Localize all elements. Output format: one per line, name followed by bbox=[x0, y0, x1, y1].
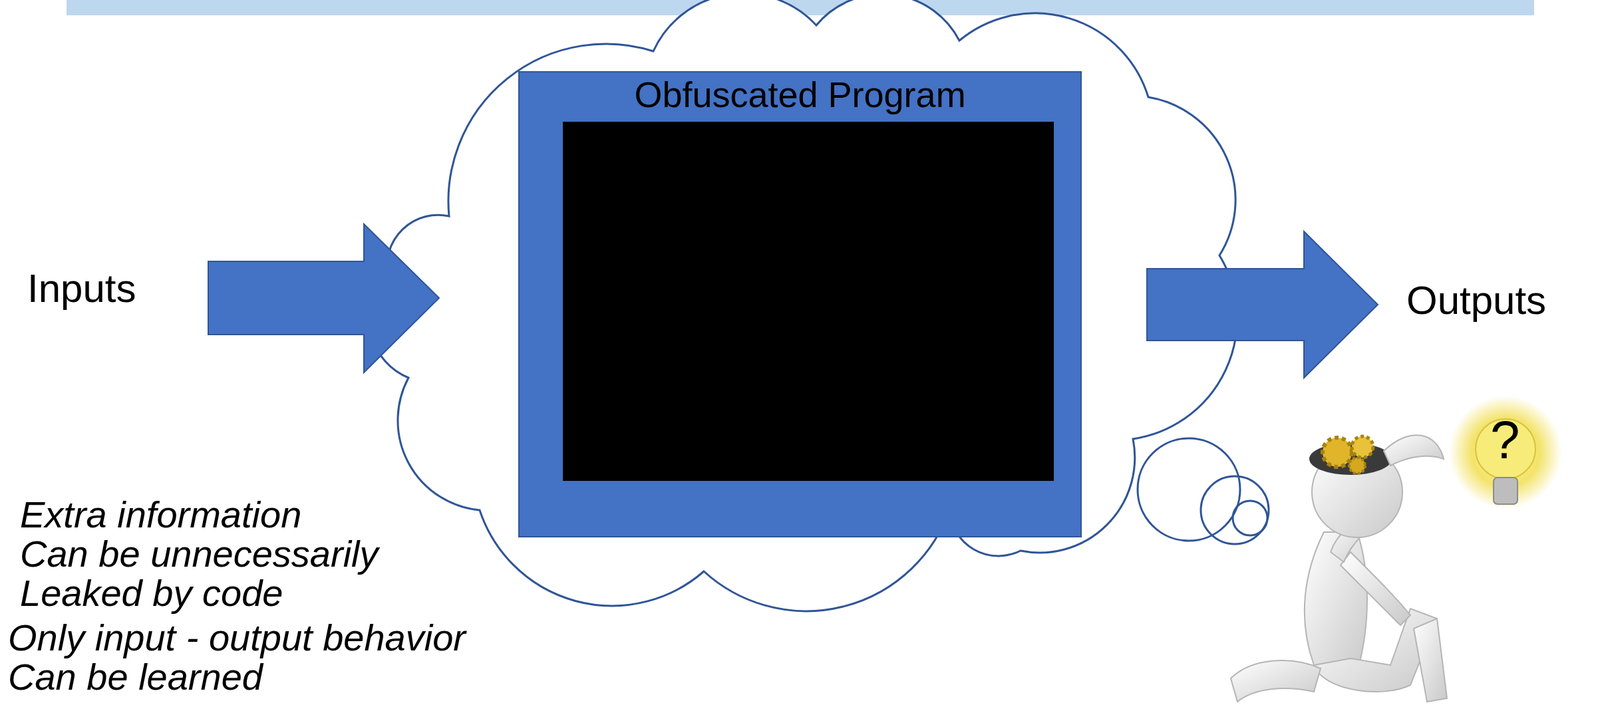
input-label: Inputs bbox=[27, 267, 136, 310]
program-box: Obfuscated Program bbox=[518, 71, 1082, 538]
thought-cloud bbox=[369, 0, 1237, 612]
input-arrow bbox=[208, 224, 440, 373]
thinking-figure bbox=[1230, 435, 1447, 702]
thought-bubble bbox=[1200, 476, 1269, 545]
bulb-glow bbox=[1448, 395, 1563, 509]
light-bulb bbox=[1448, 395, 1563, 509]
figure-leg bbox=[1230, 660, 1321, 702]
note-text: Only input - output behavior bbox=[7, 618, 466, 658]
figure-arm bbox=[1340, 552, 1411, 626]
gear bbox=[1351, 436, 1374, 458]
gear bbox=[1322, 437, 1352, 468]
thought-bubble bbox=[1137, 438, 1241, 541]
figure-leg bbox=[1413, 618, 1447, 702]
note-text: Can be learned bbox=[7, 657, 263, 698]
note-text: Can be unnecessarily bbox=[19, 534, 379, 575]
output-arrow bbox=[1146, 231, 1378, 378]
gear bbox=[1349, 457, 1366, 474]
note-text: Leaked by code bbox=[19, 574, 283, 614]
output-label: Outputs bbox=[1406, 279, 1547, 322]
thought-bubble bbox=[1232, 500, 1268, 536]
note-text: Extra information bbox=[19, 495, 302, 535]
head-lid bbox=[1383, 435, 1444, 466]
black-box bbox=[562, 121, 1054, 481]
question-mark: ? bbox=[1490, 412, 1521, 469]
bulb-base bbox=[1493, 477, 1518, 505]
box-title: Obfuscated Program bbox=[519, 72, 1081, 116]
